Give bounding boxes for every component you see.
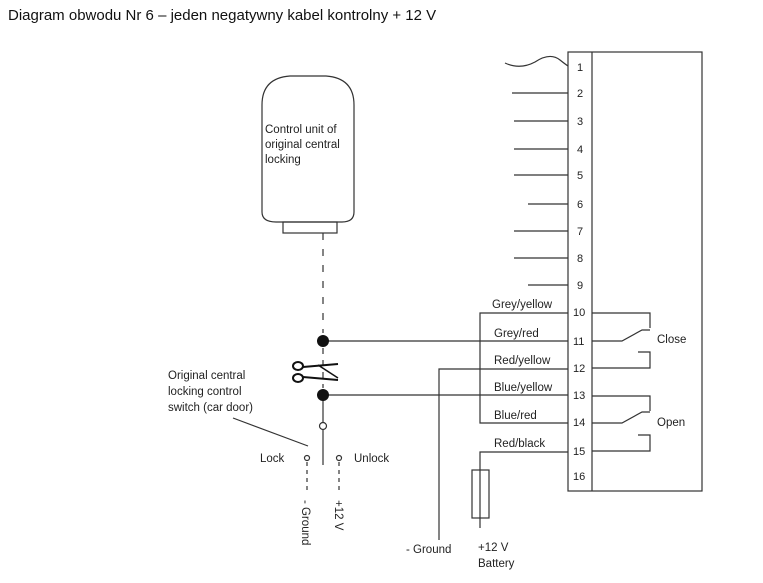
pin-number-4: 4 [577, 144, 583, 156]
battery-label-1: +12 V [478, 542, 509, 554]
lock-contact [303, 454, 311, 462]
relay-open-contact-b [592, 434, 651, 452]
control-unit-label-1: Control unit of [265, 124, 337, 136]
switch-label-1: Original central [168, 370, 245, 382]
ground-label: - Ground [406, 544, 451, 556]
pin-number-6: 6 [577, 199, 583, 211]
control-unit-label-3: locking [265, 154, 301, 166]
wire-label-pin-10: Grey/yellow [492, 299, 553, 311]
relay-close-contact-a [592, 312, 651, 328]
pin-number-3: 3 [577, 116, 583, 128]
pin-number-5: 5 [577, 170, 583, 182]
module-box [567, 51, 703, 492]
switch-label-2: locking control [168, 386, 242, 398]
relay-close-blade [592, 329, 650, 342]
relay-open-label: Open [657, 417, 685, 429]
pin-number-13: 13 [573, 390, 585, 402]
junction-dot-icon [317, 335, 329, 347]
switch-pointer-line [232, 417, 309, 447]
battery-label-2: Battery [478, 558, 515, 570]
pin-number-2: 2 [577, 88, 583, 100]
pin-number-11: 11 [573, 336, 584, 348]
unlock-label: Unlock [354, 453, 389, 465]
lock-label: Lock [260, 453, 285, 465]
pin-number-14: 14 [573, 417, 585, 429]
wire-label-pin-13: Blue/yellow [494, 382, 553, 394]
pin-number-9: 9 [577, 280, 583, 292]
scissors-icon [292, 361, 339, 383]
wire-label-pin-15: Red/black [494, 438, 545, 450]
control-unit-body [261, 75, 355, 223]
control-unit-connector [282, 221, 338, 234]
wire-grey-yellow-blue-red-loop [479, 312, 568, 424]
pin-number-1: 1 [577, 62, 583, 74]
relay-close-label: Close [657, 334, 686, 346]
pin-number-15: 15 [573, 446, 585, 458]
pin-number-10: 10 [573, 307, 585, 319]
pin-number-8: 8 [577, 253, 583, 265]
wire-label-pin-11: Grey/red [494, 328, 539, 340]
wire-pin-1 [504, 55, 569, 67]
relay-close-contact-b [592, 351, 651, 369]
wire-label-pin-14: Blue/red [494, 410, 537, 422]
control-unit-label-2: original central [265, 139, 340, 151]
switch-plus12-label: +12 V [332, 500, 344, 531]
wire-red-black [479, 451, 568, 528]
pin-number-16: 16 [573, 471, 585, 483]
switch-label-3: switch (car door) [168, 402, 253, 414]
wire-label-pin-12: Red/yellow [494, 355, 551, 367]
junction-dot-icon [317, 389, 329, 401]
pin-number-12: 12 [573, 363, 585, 375]
pin-number-7: 7 [577, 226, 583, 238]
relay-open-contact-a [592, 395, 651, 411]
fuse-icon [471, 469, 490, 519]
wire-red-yellow [438, 368, 568, 540]
unlock-contact [335, 454, 343, 462]
relay-open-blade [592, 411, 650, 424]
diagram-title: Diagram obwodu Nr 6 – jeden negatywny ka… [8, 7, 437, 24]
switch-pivot [318, 421, 328, 431]
switch-ground-label: - Ground [299, 500, 311, 545]
